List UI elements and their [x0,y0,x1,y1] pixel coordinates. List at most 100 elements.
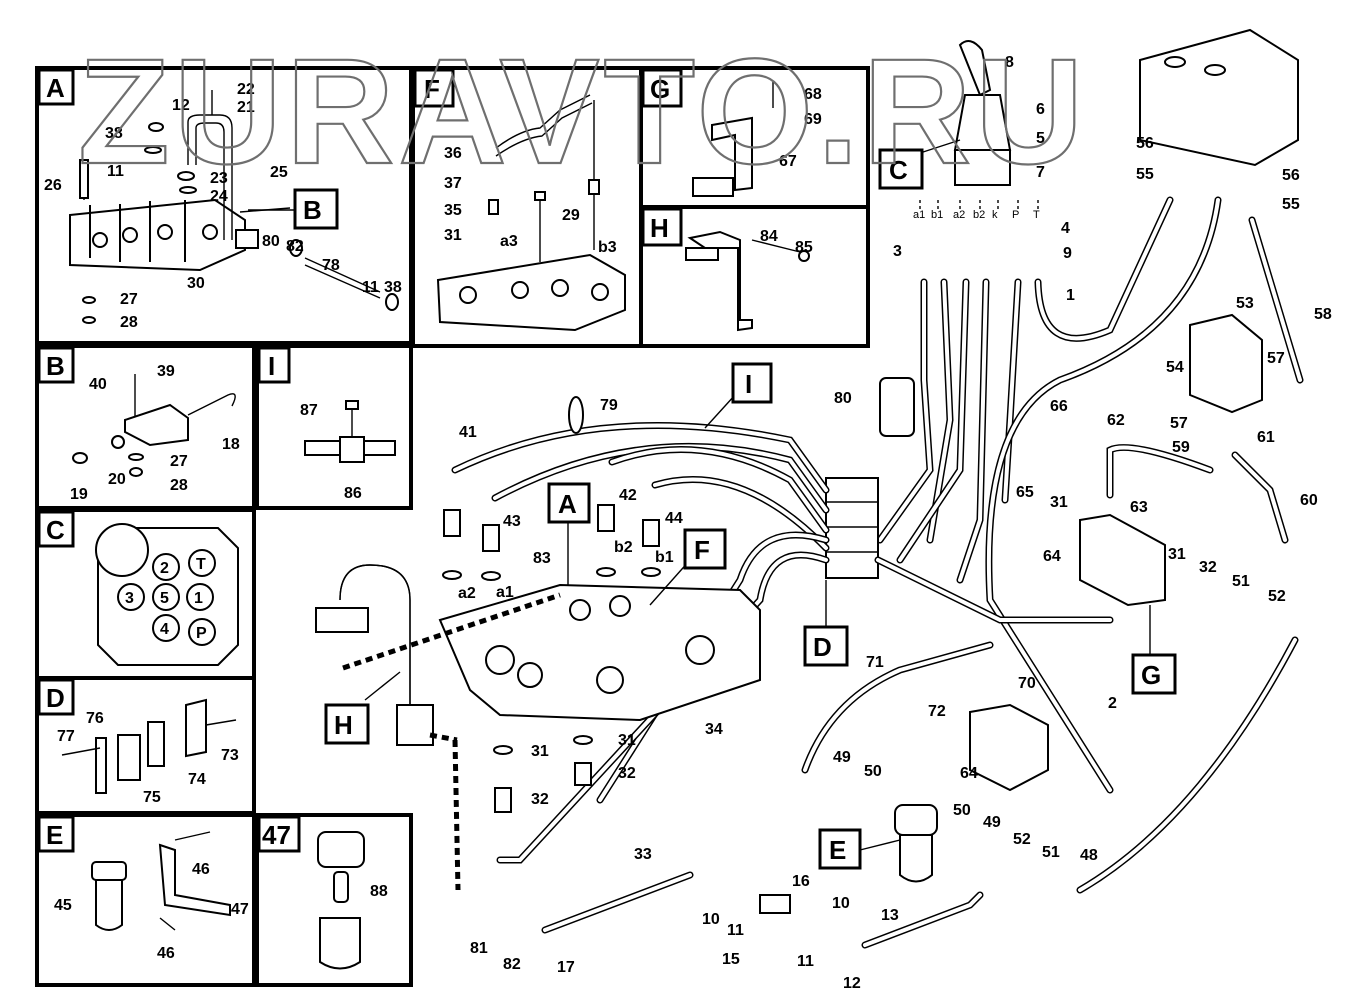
part-number: 88 [370,883,388,900]
part-number: 74 [188,771,206,788]
part-number: 45 [54,897,72,914]
callout-a: A [547,482,591,585]
part-number: 11 [362,279,379,296]
part-number: 81 [470,940,488,957]
part-number: 64 [1043,548,1061,565]
part-number: 60 [1300,492,1318,509]
part-number: 70 [1018,675,1036,692]
panel-h: H 84 85 [639,205,870,348]
panel-a-letter: A [46,73,65,103]
part-number: 50 [864,763,882,780]
panel-i-letter: I [268,351,275,381]
part-number: 52 [1013,831,1031,848]
part-number: 12 [843,975,861,992]
callout-d: D [803,580,849,667]
svg-text:A: A [558,489,577,519]
part-number: 12 [172,97,190,114]
main-assembly: a1 b1 a2 b2 k P T [315,28,1304,949]
port-5: 5 [152,583,180,611]
part-number: 58 [1314,306,1332,323]
part-number: 2 [1108,695,1117,712]
part-number: 37 [444,175,462,192]
part-number: 13 [881,907,899,924]
part-number: 63 [1130,499,1148,516]
part-number: 44 [665,510,683,527]
part-number: 49 [983,814,1001,831]
part-number: 59 [1172,439,1190,456]
part-number: 11 [107,163,124,180]
part-number: 53 [1236,295,1254,312]
part-number: 17 [557,959,575,976]
part-number: 16 [792,873,810,890]
svg-text:4: 4 [160,621,169,638]
part-number: 30 [187,275,205,292]
part-number: 33 [634,846,652,863]
part-number: 56 [1136,135,1154,152]
svg-text:F: F [694,535,710,565]
part-number: 19 [70,486,88,503]
part-number: 55 [1136,166,1154,183]
port-4: 4 [152,614,180,642]
part-number: 80 [834,390,852,407]
port-1: 1 [186,583,214,611]
part-number: 31 [444,227,462,244]
svg-text:T: T [196,556,206,573]
part-number: 32 [618,765,636,782]
svg-text:5: 5 [160,590,169,607]
port-2: 2 [152,553,180,581]
part-number: 36 [444,145,462,162]
part-number: 31 [1050,494,1068,511]
part-number: 22 [237,81,255,98]
part-number: 76 [86,710,104,727]
part-number: 73 [221,747,239,764]
panel-b: B 40 39 18 27 19 20 28 [35,344,256,510]
part-number: b1 [655,549,674,566]
part-number: 48 [1080,847,1098,864]
watermark: ZURAVTO.RU [78,27,1087,195]
part-number: 85 [795,239,813,256]
part-number: 8 [1005,54,1014,71]
panel-f: F 36 37 35 31 a3 29 b3 [411,66,643,348]
port-3: 3 [117,583,145,611]
part-number: 56 [1282,167,1300,184]
main-part-numbers: 8 6 5 7 4 3 9 1 56 55 56 55 58 53 54 57 … [458,54,1332,992]
part-number: 4 [1061,220,1070,237]
svg-text:E: E [829,835,846,865]
part-number: 10 [702,911,720,928]
part-number: 28 [170,477,188,494]
port-b1-label: b1 [931,209,943,221]
port-a1-label: a1 [913,209,925,221]
part-number: 65 [1016,484,1034,501]
part-number: 57 [1170,415,1188,432]
part-number: 72 [928,703,946,720]
panel-h-letter: H [650,213,669,243]
part-number: 68 [804,86,822,103]
part-number: 51 [1042,844,1060,861]
port-a2-label: a2 [953,209,965,221]
part-number: 62 [1107,412,1125,429]
part-number: 27 [120,291,138,308]
panel-e: E 46 45 47 46 [35,813,256,987]
part-number: 86 [344,485,362,502]
port-p: P [188,618,216,646]
svg-text:H: H [334,710,353,740]
panel-g-letter: G [650,74,670,104]
part-number: 27 [170,453,188,470]
part-number: 26 [44,177,62,194]
callout-e: E [818,828,901,870]
part-number: 46 [157,945,175,962]
part-number: 78 [322,257,340,274]
part-number: 9 [1063,245,1072,262]
part-number: 18 [222,436,240,453]
part-number: 43 [503,513,521,530]
svg-text:P: P [196,625,207,642]
panel-e-letter: E [46,820,63,850]
callout-g: G [1131,605,1177,695]
part-number: 28 [120,314,138,331]
part-number: b2 [614,539,633,556]
part-number: 61 [1257,429,1275,446]
part-number: 38 [105,125,123,142]
port-b2-label: b2 [973,209,985,221]
svg-text:1: 1 [194,590,203,607]
